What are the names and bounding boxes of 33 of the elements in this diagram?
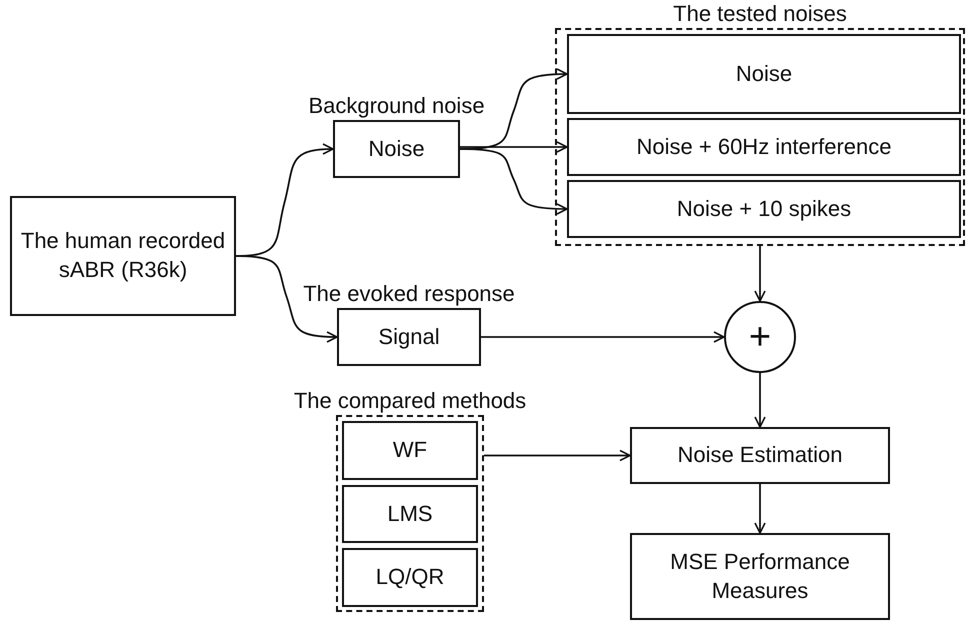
- box-label: Noise: [734, 60, 794, 88]
- box-label: The human recorded sABR (R36k): [20, 227, 226, 284]
- process-box: [342, 421, 478, 480]
- process-box: [567, 34, 961, 114]
- arrow: [754, 484, 766, 534]
- process-box: [630, 533, 890, 620]
- box-label: Noise + 60Hz interference: [636, 132, 892, 161]
- process-box: [630, 427, 890, 484]
- box-label: Noise: [367, 134, 426, 163]
- box-label: MSE Performance Measures: [669, 548, 851, 604]
- arrow: [754, 373, 766, 428]
- arrow: [484, 450, 631, 462]
- plus-sign: +: [748, 318, 772, 356]
- process-box: [342, 548, 478, 607]
- arrow: [481, 331, 725, 343]
- arrow: [236, 255, 338, 343]
- box-label: Noise + 10 spikes: [676, 194, 852, 223]
- group-title: The tested noises: [673, 1, 847, 27]
- box-label: LMS: [386, 500, 434, 528]
- group-title: The compared methods: [294, 388, 526, 414]
- box-label: Noise Estimation: [676, 441, 844, 470]
- process-box: [342, 485, 478, 543]
- process-box: [567, 118, 961, 176]
- box-label: LQ/QR: [374, 563, 446, 592]
- process-box: [10, 196, 236, 316]
- process-box: [567, 180, 961, 238]
- box-label: WF: [392, 436, 428, 464]
- arrow: [460, 148, 568, 215]
- arrow: [754, 246, 766, 302]
- group-title: The evoked response: [303, 281, 515, 307]
- group-title: Background noise: [308, 93, 485, 119]
- arrow: [460, 141, 568, 153]
- box-label: Signal: [377, 322, 441, 351]
